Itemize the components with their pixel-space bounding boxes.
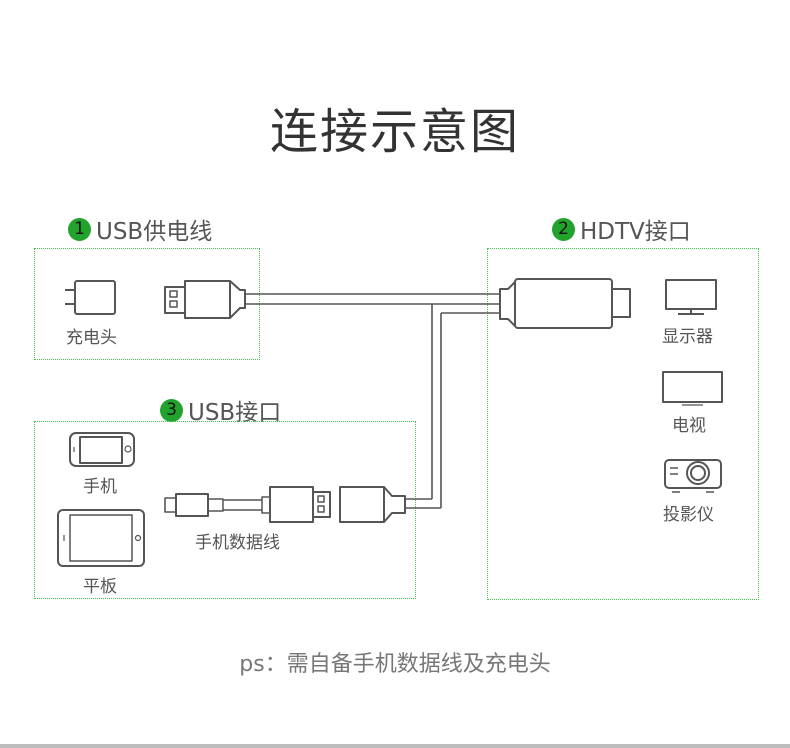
tablet-icon [57,509,145,567]
bottom-divider [0,744,790,748]
monitor-label: 显示器 [662,327,713,347]
usb-female-adapter-icon [339,486,406,523]
charger-icon [65,280,116,315]
hdtv-box [487,248,759,600]
phone-label: 手机 [83,477,117,497]
projector-icon [664,459,722,493]
usb-power-plug-icon [164,280,246,319]
tv-icon [662,371,723,406]
step-badge-3: 3 [160,398,183,422]
section-hdtv-heading: 2 HDTV接口 [552,212,691,246]
section-label: HDTV接口 [580,219,691,245]
section-usb-power-heading: 1 USB供电线 [68,212,212,246]
tv-label: 电视 [672,416,706,436]
projector-label: 投影仪 [663,505,714,525]
tablet-label: 平板 [83,577,117,597]
hdmi-plug-icon [499,278,631,329]
page-title: 连接示意图 [269,104,520,160]
step-badge-2: 2 [552,217,575,241]
section-label: USB供电线 [96,219,213,245]
phone-icon [69,432,135,467]
step-badge-1: 1 [68,217,91,241]
cable-lines [245,293,500,509]
footnote: ps：需自备手机数据线及充电头 [239,652,551,677]
phone-data-cable-icon [164,486,331,523]
data-cable-label: 手机数据线 [195,533,280,553]
charger-label: 充电头 [66,328,117,348]
usb-box [34,421,416,599]
monitor-icon [665,279,717,315]
